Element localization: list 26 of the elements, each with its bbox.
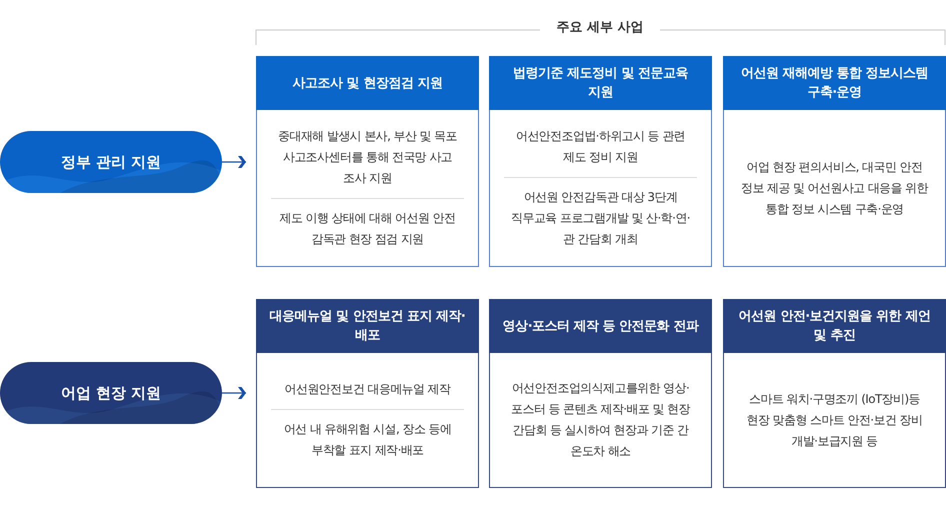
card-text: 어선안전조업의식제고를위한 영상·포스터 등 콘텐츠 제작·배포 및 현장 간담회 등 실시하여 현장과 기준 간 온도차 해소 [510,380,692,460]
card-text: 어선원 안전감독관 대상 3단계 직무교육 프로그램개발 및 산·학·연·관 간담회 개최 [504,177,697,250]
section-heading: 주요 세부 사업 [540,18,660,36]
card-header: 어선원 안전·보건지원을 위한 제언 및 추진 [723,299,946,353]
category-pill [0,362,222,424]
program-card [256,299,479,488]
program-card [723,299,946,488]
category-label: 정부 관리 지원 [60,152,162,172]
program-card [256,56,479,267]
card-header: 사고조사 및 현장점검 지원 [256,56,479,110]
card-header: 대응메뉴얼 및 안전보건 표지 제작· 배포 [256,299,479,353]
card-header: 법령기준 제도정비 및 전문교육 지원 [489,56,712,110]
category-pill [0,131,222,193]
card-header: 영상·포스터 제작 등 안전문화 전파 [489,299,712,353]
card-text: 어선 내 유해위험 시설, 장소 등에 부착할 표지 제작·배포 [271,409,464,461]
program-card [723,56,946,267]
card-text: 제도 이행 상태에 대해 어선원 안전 감독관 현장 점검 지원 [271,198,464,250]
card-header: 어선원 재해예방 통합 정보시스템 구축·운영 [723,56,946,110]
card-text: 스마트 워치·구명조끼 (IoT장비)등 현장 맞춤형 스마트 안전·보건 장비 개발·보급지원 등 [746,390,924,450]
category-label: 어업 현장 지원 [60,384,162,402]
program-card [489,299,712,488]
program-card [489,56,712,267]
card-text: 어선원안전보건 대응메뉴얼 제작 [283,381,452,398]
card-text: 중대재해 발생시 본사, 부산 및 목포 사고조사센터를 통해 전국망 사고 조사 지원 [277,128,458,187]
card-text: 어업 현장 편의서비스, 대국민 안전 정보 제공 및 어선원사고 대응을 위한 통합 정보 시스템 구축·운영 [740,158,930,218]
card-text: 어선안전조업법·하위고시 등 관련 제도 정비 지원 [514,128,686,166]
